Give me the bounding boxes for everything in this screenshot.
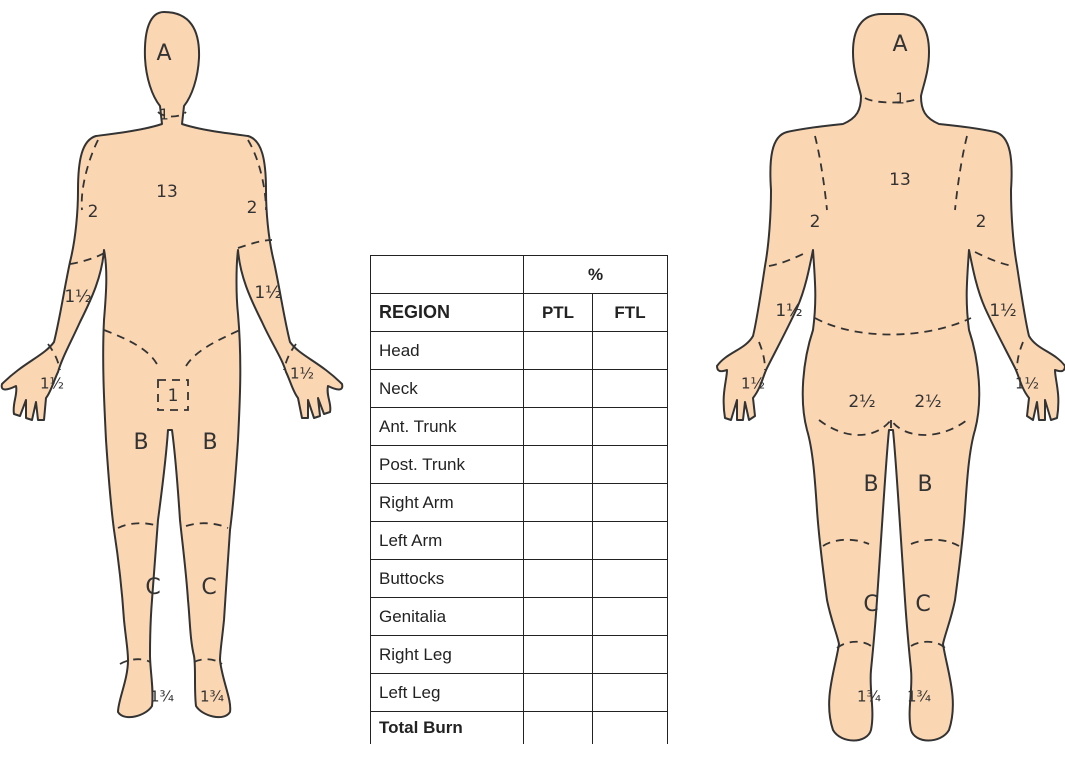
front-leg-right-label: C (145, 575, 160, 600)
back-hand-left-label: 1½ (741, 375, 765, 393)
total-ftl-cell[interactable] (593, 712, 668, 745)
back-head-label: A (892, 32, 907, 57)
back-foot-left-label: 1¾ (857, 688, 882, 706)
front-neck-label: 1 (159, 106, 169, 124)
table-percent-header-row: % (371, 256, 668, 294)
ptl-cell[interactable] (524, 484, 593, 522)
ftl-cell[interactable] (593, 560, 668, 598)
back-neck-label: 1 (895, 90, 905, 108)
ptl-cell[interactable] (524, 370, 593, 408)
ftl-cell[interactable] (593, 446, 668, 484)
table-ftl-header: FTL (593, 294, 668, 332)
table-row: Post. Trunk (371, 446, 668, 484)
front-genitalia-label: 1 (168, 386, 179, 406)
ftl-cell[interactable] (593, 598, 668, 636)
ptl-cell[interactable] (524, 560, 593, 598)
back-leg-left-label: C (863, 592, 878, 617)
ftl-cell[interactable] (593, 636, 668, 674)
region-cell: Buttocks (371, 560, 524, 598)
back-buttock-right-label: 2½ (914, 392, 941, 412)
back-thigh-left-label: B (863, 472, 878, 497)
front-leg-left-label: C (201, 575, 216, 600)
region-cell: Genitalia (371, 598, 524, 636)
region-cell: Post. Trunk (371, 446, 524, 484)
front-head-label: A (156, 41, 171, 66)
back-forearm-right-label: 1½ (989, 301, 1016, 321)
ptl-cell[interactable] (524, 674, 593, 712)
total-ptl-cell[interactable] (524, 712, 593, 745)
ptl-cell[interactable] (524, 598, 593, 636)
table-ptl-header: PTL (524, 294, 593, 332)
region-cell: Left Leg (371, 674, 524, 712)
back-body-diagram: A 1 13 2 2 1½ 1½ 1½ 1½ 2½ 2½ B B C C 1¾ … (715, 0, 1065, 769)
front-forearm-left-label: 1½ (254, 283, 281, 303)
region-cell: Ant. Trunk (371, 408, 524, 446)
front-body-figure: A 1 13 2 2 1½ 1½ 1½ 1½ 1 B B C C 1¾ 1¾ (0, 0, 350, 769)
table-empty-corner-cell (371, 256, 524, 294)
table-row: Head (371, 332, 668, 370)
table-row: Right Leg (371, 636, 668, 674)
front-hand-right-label: 1½ (40, 375, 64, 393)
back-thigh-right-label: B (917, 472, 932, 497)
ptl-cell[interactable] (524, 408, 593, 446)
back-foot-right-label: 1¾ (907, 688, 932, 706)
table-row: Left Arm (371, 522, 668, 560)
ftl-cell[interactable] (593, 370, 668, 408)
total-burn-label: Total Burn (371, 712, 524, 745)
ptl-cell[interactable] (524, 522, 593, 560)
back-upper-arm-left-label: 2 (810, 212, 821, 232)
table-percent-header: % (524, 256, 668, 294)
back-trunk-label: 13 (889, 170, 911, 190)
front-upper-arm-right-label: 2 (88, 202, 99, 222)
table-row: Left Leg (371, 674, 668, 712)
table-region-header: REGION (371, 294, 524, 332)
back-forearm-left-label: 1½ (775, 301, 802, 321)
table-row: Buttocks (371, 560, 668, 598)
back-leg-right-label: C (915, 592, 930, 617)
back-upper-arm-right-label: 2 (976, 212, 987, 232)
table-row: Right Arm (371, 484, 668, 522)
ptl-cell[interactable] (524, 636, 593, 674)
front-body-diagram: A 1 13 2 2 1½ 1½ 1½ 1½ 1 B B C C 1¾ 1¾ (0, 0, 350, 769)
ptl-cell[interactable] (524, 446, 593, 484)
ftl-cell[interactable] (593, 408, 668, 446)
table-row: Ant. Trunk (371, 408, 668, 446)
region-cell: Left Arm (371, 522, 524, 560)
front-foot-right-label: 1¾ (150, 688, 175, 706)
ftl-cell[interactable] (593, 522, 668, 560)
table-total-row: Total Burn (371, 712, 668, 745)
front-trunk-label: 13 (156, 182, 178, 202)
front-hand-left-label: 1½ (290, 365, 314, 383)
back-buttock-left-label: 2½ (848, 392, 875, 412)
ptl-cell[interactable] (524, 332, 593, 370)
ftl-cell[interactable] (593, 484, 668, 522)
front-upper-arm-left-label: 2 (247, 198, 258, 218)
ftl-cell[interactable] (593, 332, 668, 370)
back-hand-right-label: 1½ (1015, 375, 1039, 393)
front-foot-left-label: 1¾ (200, 688, 225, 706)
region-cell: Neck (371, 370, 524, 408)
back-body-outline (717, 14, 1065, 741)
table-column-header-row: REGION PTL FTL (371, 294, 668, 332)
region-cell: Right Arm (371, 484, 524, 522)
table-row: Genitalia (371, 598, 668, 636)
ftl-cell[interactable] (593, 674, 668, 712)
front-forearm-right-label: 1½ (64, 287, 91, 307)
back-body-figure: A 1 13 2 2 1½ 1½ 1½ 1½ 2½ 2½ B B C C 1¾ … (715, 0, 1065, 769)
region-cell: Right Leg (371, 636, 524, 674)
region-cell: Head (371, 332, 524, 370)
front-thigh-right-label: B (133, 430, 148, 455)
front-thigh-left-label: B (202, 430, 217, 455)
table-row: Neck (371, 370, 668, 408)
